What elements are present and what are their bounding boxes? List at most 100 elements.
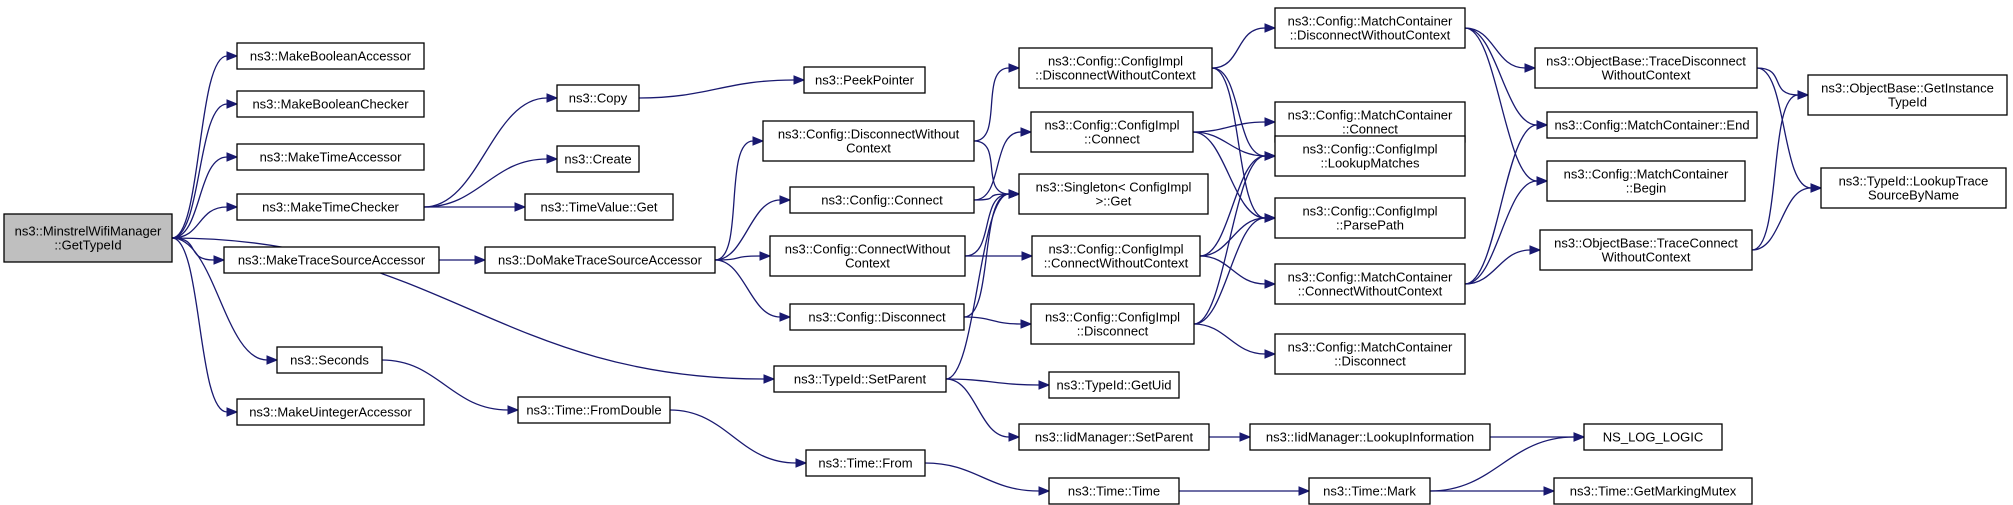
node-box bbox=[1274, 197, 1466, 239]
node-tfd[interactable]: ns3::Time::FromDouble bbox=[517, 396, 671, 424]
edge-obtcwc-to-obgit bbox=[1751, 90, 1810, 251]
node-sec[interactable]: ns3::Seconds bbox=[276, 346, 383, 374]
node-mcdisc[interactable]: ns3::Config::MatchContainer::Disconnect bbox=[1274, 333, 1466, 375]
edge-cidisc-to-cipp bbox=[1193, 213, 1277, 325]
node-label: ns3::Config::ConfigImpl bbox=[1302, 204, 1437, 219]
node-mtc[interactable]: ns3::MakeTimeChecker bbox=[236, 193, 425, 221]
node-mcdwc[interactable]: ns3::Config::MatchContainer::DisconnectW… bbox=[1274, 7, 1466, 49]
edge-cidwc-to-cilm bbox=[1211, 67, 1277, 161]
node-box bbox=[1274, 333, 1466, 375]
node-domtsa[interactable]: ns3::DoMakeTraceSourceAccessor bbox=[484, 246, 716, 274]
node-sing[interactable]: ns3::Singleton< ConfigImpl>::Get bbox=[1018, 173, 1209, 215]
node-tmark[interactable]: ns3::Time::Mark bbox=[1308, 477, 1431, 505]
node-root[interactable]: ns3::MinstrelWifiManager::GetTypeId bbox=[3, 213, 173, 263]
node-label: ns3::Config::MatchContainer bbox=[1564, 167, 1729, 182]
node-label: ns3::TimeValue::Get bbox=[540, 200, 657, 215]
node-label: ::Begin bbox=[1626, 181, 1666, 196]
node-mbc[interactable]: ns3::MakeBooleanChecker bbox=[236, 90, 425, 118]
node-iidli[interactable]: ns3::IidManager::LookupInformation bbox=[1249, 423, 1491, 451]
node-label: ns3::Config::ConfigImpl bbox=[1045, 310, 1180, 325]
edge-cidwc-to-mcdwc bbox=[1211, 23, 1277, 69]
node-box bbox=[789, 186, 975, 214]
node-create[interactable]: ns3::Create bbox=[556, 145, 640, 173]
node-cdisc[interactable]: ns3::Config::Disconnect bbox=[789, 303, 965, 331]
node-label: ns3::ObjectBase::GetInstance bbox=[1821, 81, 1994, 96]
edge-domtsa-to-cconn bbox=[714, 195, 792, 261]
edge-root-to-mta bbox=[171, 152, 239, 239]
node-cidwc[interactable]: ns3::Config::ConfigImpl::DisconnectWitho… bbox=[1018, 47, 1213, 89]
edge-tmark-to-tgmm bbox=[1429, 486, 1556, 496]
node-box bbox=[803, 66, 926, 94]
node-box bbox=[1030, 303, 1195, 345]
node-tfrom[interactable]: ns3::Time::From bbox=[805, 449, 926, 477]
node-label: ns3::MakeUintegerAccessor bbox=[249, 405, 412, 420]
node-cidisc[interactable]: ns3::Config::ConfigImpl::Disconnect bbox=[1030, 303, 1195, 345]
node-box bbox=[556, 84, 640, 112]
edge-domtsa-to-cdisc bbox=[714, 259, 792, 322]
node-label: SourceByName bbox=[1868, 188, 1959, 203]
node-tsp[interactable]: ns3::TypeId::SetParent bbox=[773, 365, 947, 393]
node-label: ns3::IidManager::SetParent bbox=[1035, 430, 1194, 445]
node-ttime[interactable]: ns3::Time::Time bbox=[1048, 477, 1180, 505]
node-mcbegin[interactable]: ns3::Config::MatchContainer::Begin bbox=[1546, 160, 1746, 202]
node-box bbox=[762, 120, 975, 162]
node-iidsp[interactable]: ns3::IidManager::SetParent bbox=[1018, 423, 1210, 451]
node-mccon[interactable]: ns3::Config::MatchContainer::Connect bbox=[1274, 101, 1466, 143]
node-box bbox=[1048, 477, 1180, 505]
node-box bbox=[236, 398, 425, 426]
node-label: TypeId bbox=[1888, 95, 1927, 110]
node-tgmm[interactable]: ns3::Time::GetMarkingMutex bbox=[1553, 477, 1753, 505]
node-copy[interactable]: ns3::Copy bbox=[556, 84, 640, 112]
node-mcend[interactable]: ns3::Config::MatchContainer::End bbox=[1546, 111, 1758, 139]
node-label: ns3::TypeId::SetParent bbox=[794, 372, 927, 387]
node-obtcwc[interactable]: ns3::ObjectBase::TraceConnectWithoutCont… bbox=[1539, 229, 1753, 271]
node-label: ns3::MakeBooleanChecker bbox=[252, 97, 409, 112]
node-ccwc[interactable]: ns3::Config::ConnectWithoutContext bbox=[769, 235, 966, 277]
edge-root-to-sec bbox=[171, 237, 279, 365]
node-label: ::GetTypeId bbox=[54, 238, 121, 253]
node-peek[interactable]: ns3::PeekPointer bbox=[803, 66, 926, 94]
node-box bbox=[1820, 167, 2007, 209]
node-label: ns3::Config::Connect bbox=[821, 193, 943, 208]
node-label: ns3::TypeId::GetUid bbox=[1057, 378, 1172, 393]
node-obtdwc[interactable]: ns3::ObjectBase::TraceDisconnectWithoutC… bbox=[1534, 47, 1758, 89]
node-label: ns3::TypeId::LookupTrace bbox=[1839, 174, 1989, 189]
edge-sec-to-tfd bbox=[381, 359, 520, 415]
edge-tmark-to-nslog bbox=[1429, 432, 1586, 492]
node-label: ns3::MakeBooleanAccessor bbox=[250, 49, 412, 64]
edge-mccwc-to-mcend bbox=[1464, 120, 1549, 285]
node-tvget[interactable]: ns3::TimeValue::Get bbox=[524, 193, 674, 221]
node-mba[interactable]: ns3::MakeBooleanAccessor bbox=[236, 42, 425, 70]
node-cipp[interactable]: ns3::Config::ConfigImpl::ParsePath bbox=[1274, 197, 1466, 239]
node-cicon[interactable]: ns3::Config::ConfigImpl::Connect bbox=[1030, 111, 1194, 153]
node-label: ns3::Config::MatchContainer bbox=[1288, 270, 1453, 285]
edge-root-to-mba bbox=[171, 51, 239, 239]
node-cilm[interactable]: ns3::Config::ConfigImpl::LookupMatches bbox=[1274, 135, 1466, 177]
edge-root-to-tsp bbox=[171, 237, 776, 384]
node-box bbox=[1308, 477, 1431, 505]
node-cicwc[interactable]: ns3::Config::ConfigImpl::ConnectWithoutC… bbox=[1031, 235, 1201, 277]
node-box bbox=[1274, 135, 1466, 177]
node-box bbox=[1534, 47, 1758, 89]
node-label: ns3::ObjectBase::TraceDisconnect bbox=[1546, 54, 1746, 69]
edge-domtsa-to-ccwc bbox=[714, 251, 772, 261]
edge-iidsp-to-iidli bbox=[1209, 432, 1252, 442]
node-nslog[interactable]: NS_LOG_LOGIC bbox=[1583, 423, 1723, 451]
node-label: NS_LOG_LOGIC bbox=[1603, 430, 1703, 445]
node-mta[interactable]: ns3::MakeTimeAccessor bbox=[236, 143, 425, 171]
node-box bbox=[1553, 477, 1753, 505]
node-mtsa[interactable]: ns3::MakeTraceSourceAccessor bbox=[223, 246, 440, 274]
edge-tfrom-to-ttime bbox=[924, 462, 1051, 496]
node-label: ns3::MinstrelWifiManager bbox=[15, 224, 162, 239]
edge-mtsa-to-domtsa bbox=[439, 255, 487, 265]
node-mccwc[interactable]: ns3::Config::MatchContainer::ConnectWith… bbox=[1274, 263, 1466, 305]
node-cdwc[interactable]: ns3::Config::DisconnectWithoutContext bbox=[762, 120, 975, 162]
edge-cidwc-to-cipp bbox=[1211, 67, 1277, 223]
node-mua[interactable]: ns3::MakeUintegerAccessor bbox=[236, 398, 425, 426]
node-tgu[interactable]: ns3::TypeId::GetUid bbox=[1048, 371, 1180, 399]
edge-mccwc-to-obtcwc bbox=[1464, 245, 1542, 285]
node-cconn[interactable]: ns3::Config::Connect bbox=[789, 186, 975, 214]
